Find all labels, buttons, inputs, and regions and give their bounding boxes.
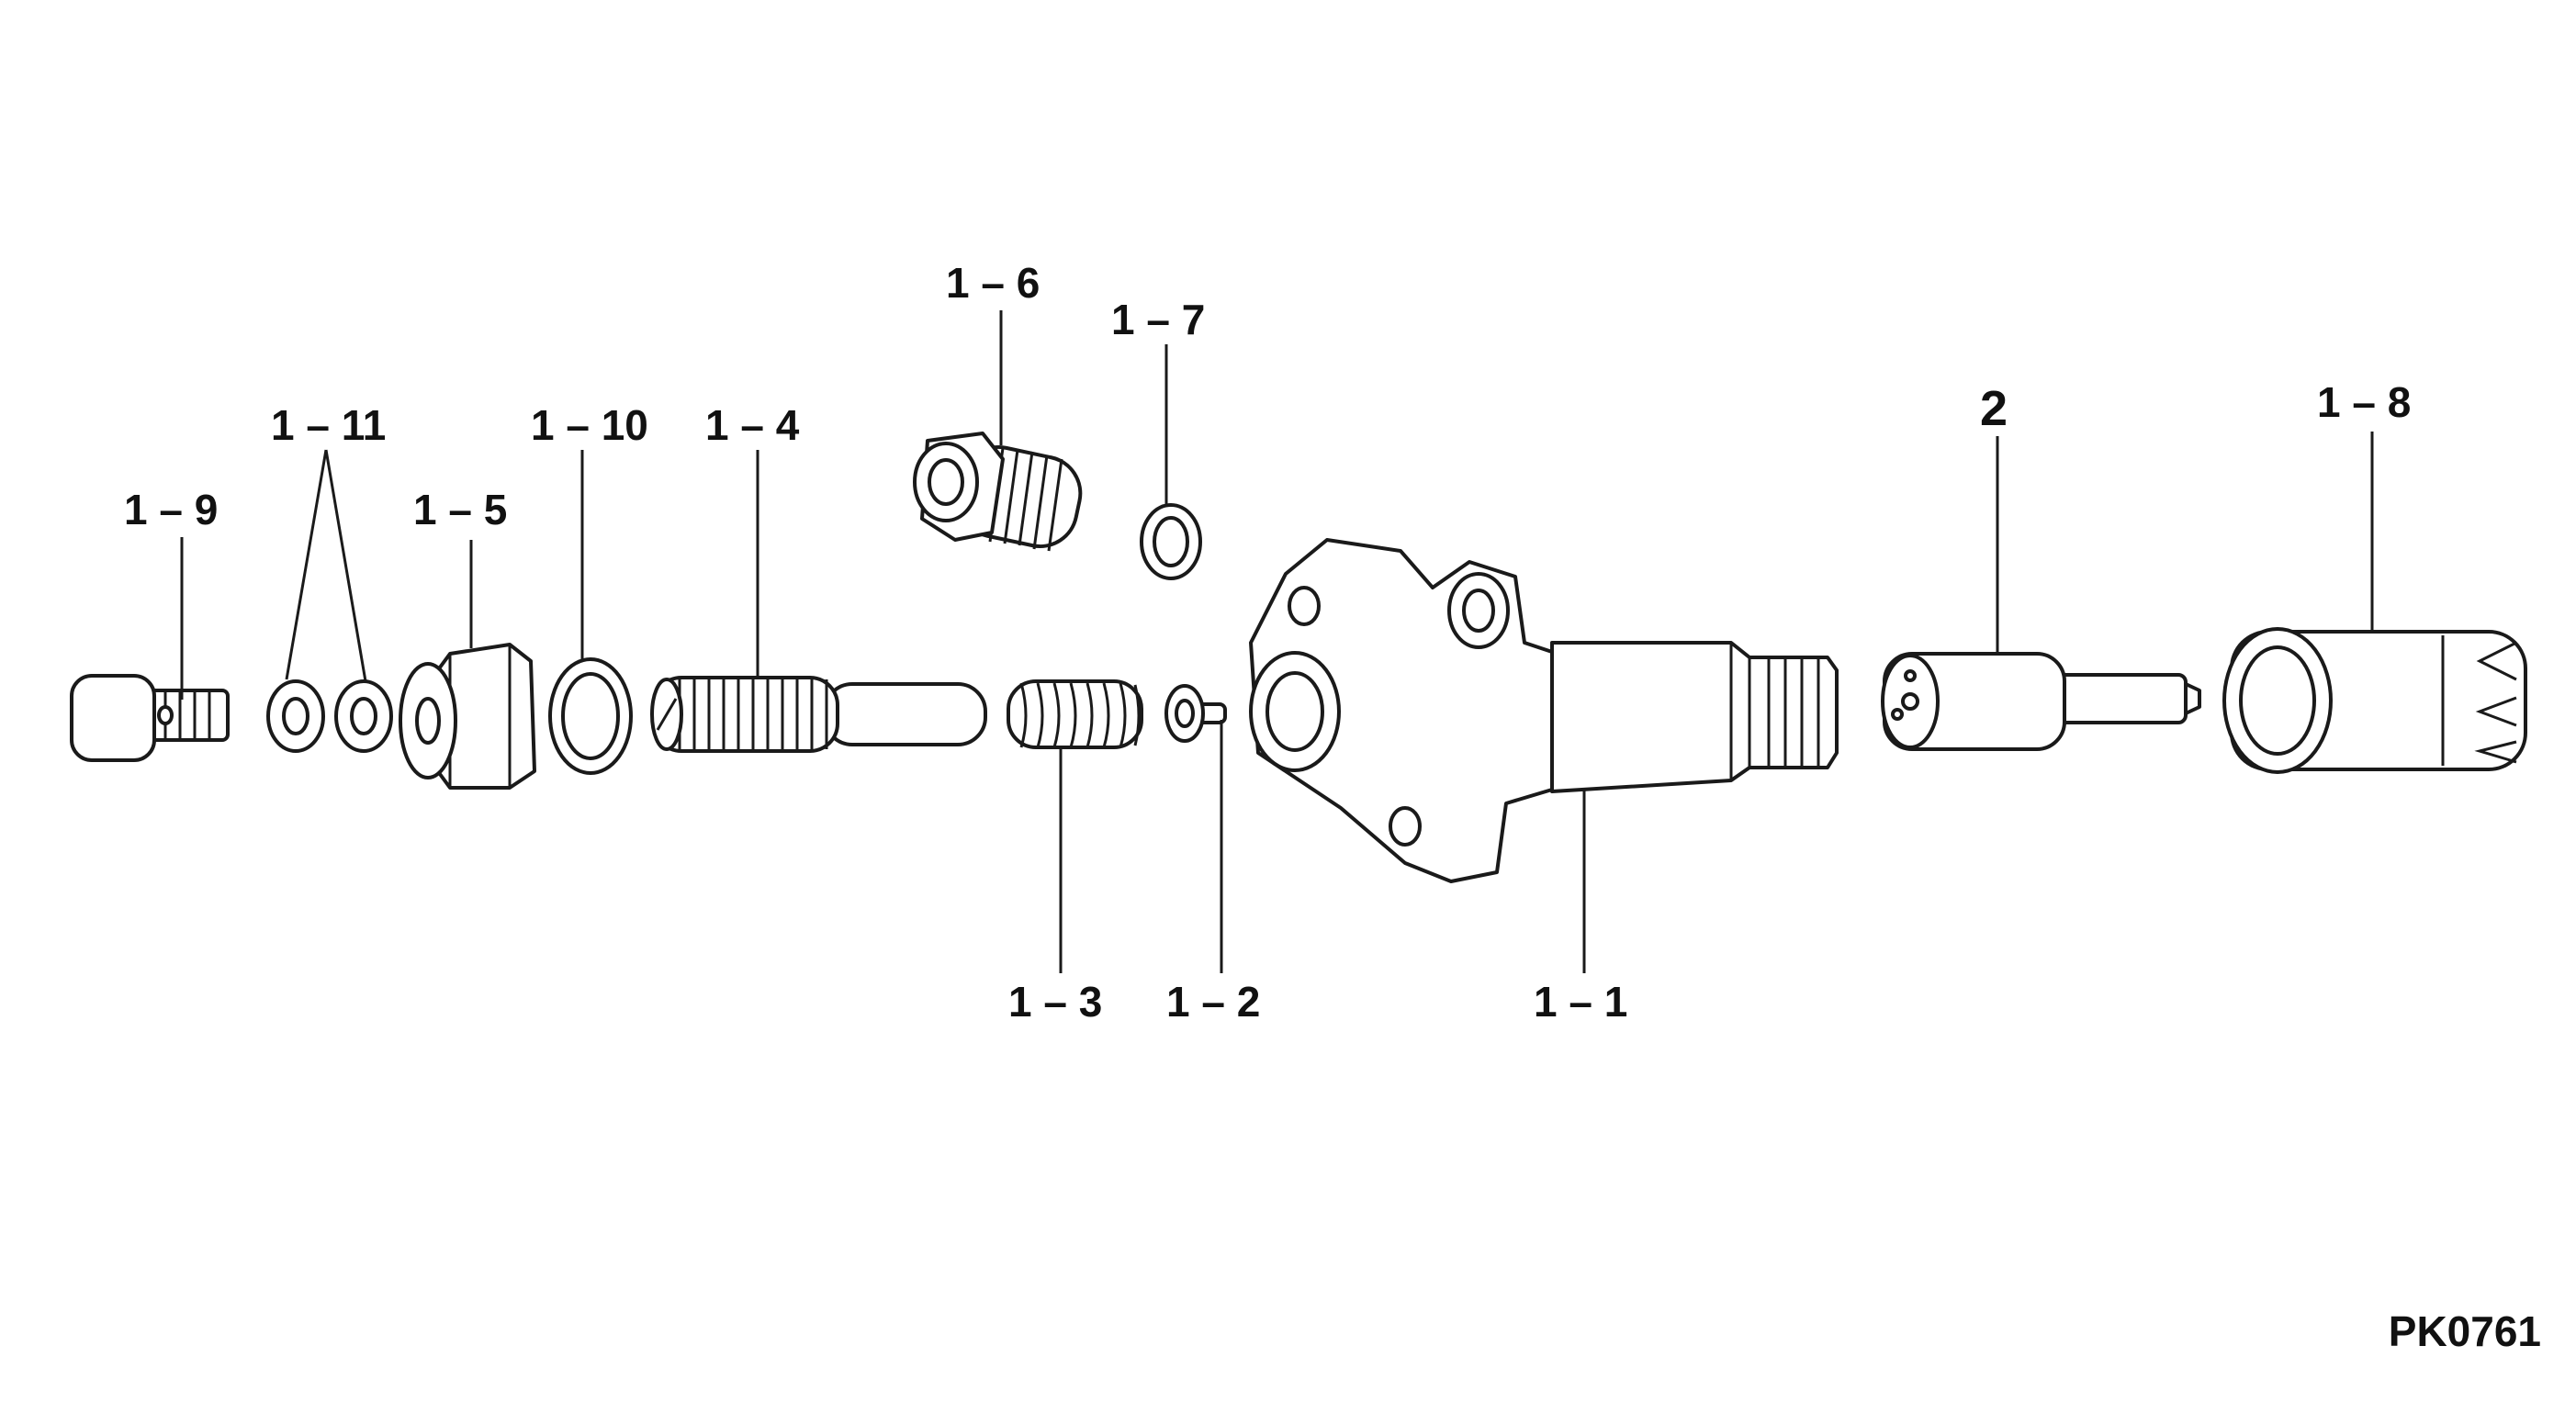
callout-1-4: 1 – 4 <box>705 401 800 449</box>
part-nozzle-holder-body <box>1249 538 1839 883</box>
part-ring <box>548 657 633 775</box>
part-retaining-nut <box>2222 627 2527 774</box>
callout-1-8: 1 – 8 <box>2317 378 2412 426</box>
callout-1-3: 1 – 3 <box>1008 978 1103 1026</box>
part-adjusting-screw <box>650 676 987 753</box>
part-nozzle <box>1881 652 2201 751</box>
callout-1-5: 1 – 5 <box>413 486 508 533</box>
part-pin <box>1164 684 1227 743</box>
callout-1-7: 1 – 7 <box>1111 296 1206 343</box>
leader-lines <box>180 310 2374 973</box>
part-spring <box>1007 679 1143 749</box>
part-washers <box>266 679 393 753</box>
callout-1-1: 1 – 1 <box>1534 978 1628 1026</box>
part-small-washer <box>1140 503 1202 580</box>
callout-2: 2 <box>1980 381 2008 436</box>
callout-1-11: 1 – 11 <box>271 401 387 449</box>
callout-1-10: 1 – 10 <box>531 401 648 449</box>
callout-1-9: 1 – 9 <box>124 486 219 533</box>
figure-code: PK0761 <box>2388 1307 2541 1355</box>
part-connector <box>913 432 1083 552</box>
part-hollow-screw <box>70 674 230 762</box>
callout-1-2: 1 – 2 <box>1166 978 1261 1026</box>
callout-1-6: 1 – 6 <box>946 259 1041 307</box>
part-hex-nut <box>399 643 536 790</box>
